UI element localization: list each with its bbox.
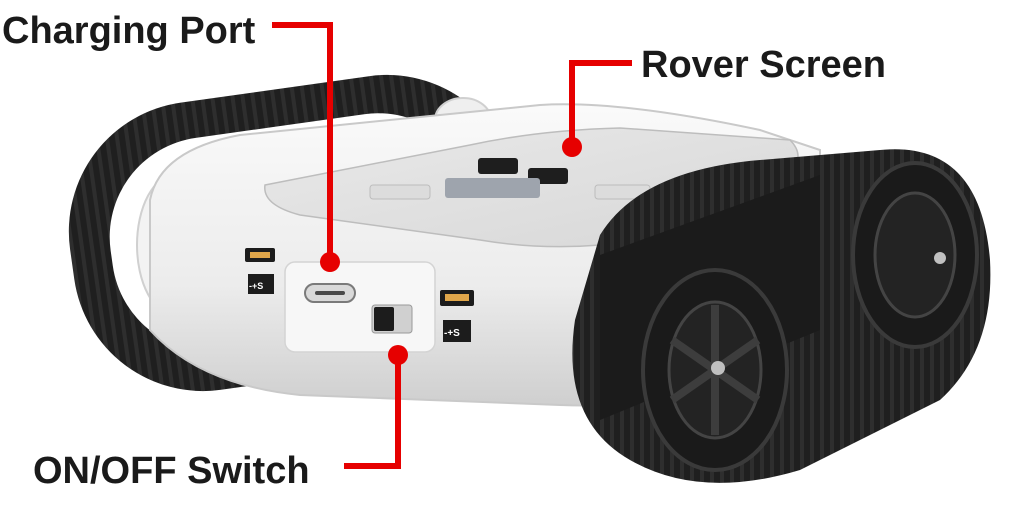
rover-screen-label: Rover Screen [641,44,887,86]
rover-screen-leader [569,60,632,145]
screen-button [478,158,518,174]
screen-display [445,178,540,198]
charging-port-marker [320,252,340,272]
front-panel [284,261,436,353]
rover-screen-marker [562,137,582,157]
charging-port-leader [272,22,333,260]
on-off-switch [374,307,394,331]
switch-leader [344,358,401,469]
switch-marker [388,345,408,365]
callout-leaders [272,22,632,469]
left-port-marking: -+S [249,281,263,291]
charging-port-label: Charging Port [2,10,256,52]
axle-cap [711,361,725,375]
on-off-switch-label: ON/OFF Switch [33,450,310,492]
right-track [572,149,991,483]
right-port-marking: -+S [444,328,460,339]
